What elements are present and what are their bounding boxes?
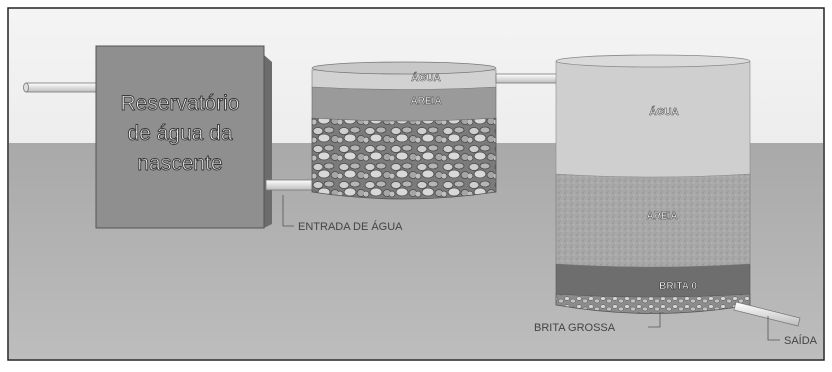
- filter-tank-1: ÁGUA AREIA: [311, 61, 497, 200]
- reservoir-side: [264, 55, 272, 228]
- filter1-sand-layer: [311, 86, 497, 122]
- filter2-gravel0-label: BRITA 0: [659, 281, 697, 292]
- reservoir-label-line1: Reservatório: [120, 92, 239, 115]
- reservoir-to-filter-pipe: [265, 179, 319, 191]
- filter2-gravel0-layer: [555, 263, 751, 298]
- filter-connector-pipe: [495, 73, 563, 84]
- filter2-water-label: ÁGUA: [649, 105, 678, 118]
- filter1-gravel-layer: [311, 117, 497, 200]
- inlet-pipe: [25, 82, 101, 93]
- reservoir-front: [95, 45, 265, 229]
- outlet-callout-line: [767, 316, 780, 341]
- reservoir-box: Reservatório de água da nascente: [95, 45, 272, 229]
- filter2-top: [555, 54, 751, 68]
- inlet-callout-label: ENTRADA DE ÁGUA: [298, 220, 403, 233]
- filter1-sand-label: AREIA: [410, 96, 441, 107]
- outlet-pipe: [733, 301, 801, 327]
- inlet-callout-line: [282, 195, 294, 227]
- filter2-water-layer: [555, 61, 751, 178]
- filter1-water-layer: [311, 69, 497, 90]
- reservoir-label-line2: de água da: [127, 122, 232, 145]
- filter2-sand-label: AREIA: [646, 211, 677, 222]
- coarse-gravel-callout-label: BRITA GROSSA: [534, 322, 616, 334]
- outlet-callout-label: SAÍDA: [784, 334, 818, 347]
- filter-tank-2: ÁGUA AREIA BRITA 0: [555, 54, 751, 314]
- inlet-pipe-end: [23, 82, 29, 93]
- filter1-top: [311, 61, 497, 75]
- filter1-water-label: ÁGUA: [411, 71, 440, 84]
- filter2-sand-layer: [555, 173, 751, 268]
- coarse-gravel-callout-line: [648, 312, 661, 328]
- reservoir-label-line3: nascente: [137, 152, 222, 175]
